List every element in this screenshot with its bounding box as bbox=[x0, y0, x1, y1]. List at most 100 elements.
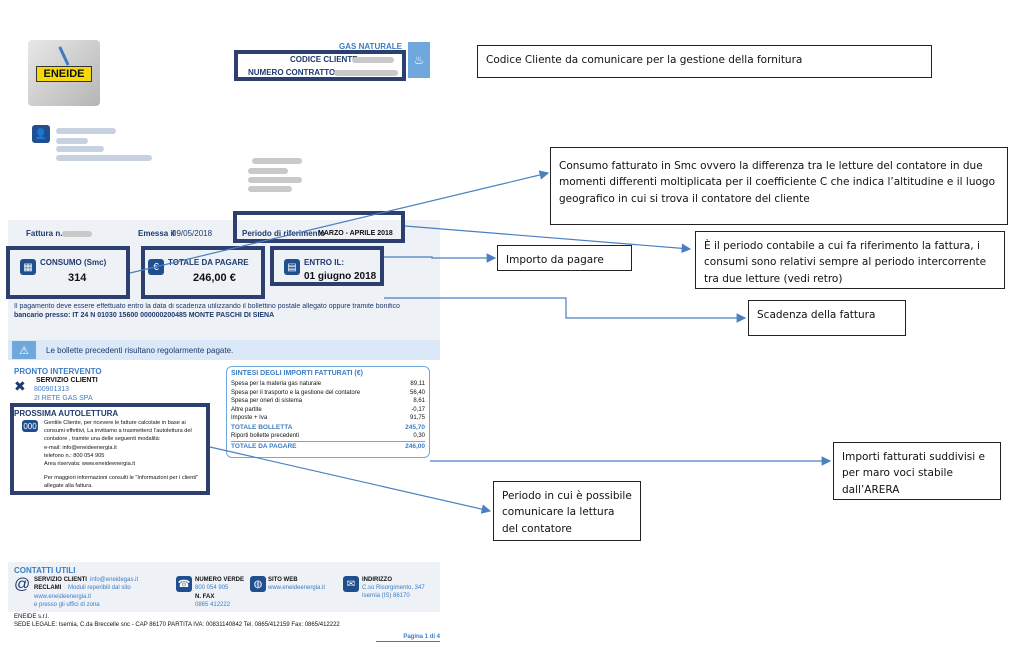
pronto-company: 2I RETE GAS SPA bbox=[34, 395, 93, 402]
reclami-text: Moduli reperibili dal sito bbox=[68, 585, 131, 591]
autolettura-phone: telefono n.: 800 054 905 bbox=[44, 453, 105, 459]
customer-code-redacted bbox=[352, 57, 394, 63]
totale-bolletta-label: TOTALE BOLLETTA bbox=[231, 423, 293, 431]
consumo-value: 314 bbox=[68, 272, 87, 284]
contatti-title: CONTATTI UTILI bbox=[14, 566, 76, 575]
numero-verde-label: NUMERO VERDE bbox=[195, 577, 245, 583]
payment-text-1: Il pagamento deve essere effettuato entr… bbox=[14, 303, 400, 310]
totale-value: 246,00 € bbox=[193, 272, 236, 284]
payment-text-2: bancario presso: IT 24 N 01030 15600 000… bbox=[14, 312, 275, 319]
sintesi-title: SINTESI DEGLI IMPORTI FATTURATI (€) bbox=[231, 370, 363, 377]
period-value: MARZO - APRILE 2018 bbox=[318, 230, 393, 237]
footer-company: ENEIDE s.r.l. bbox=[14, 614, 50, 620]
issued-label: Emessa il bbox=[138, 229, 175, 238]
arrow-importo bbox=[384, 253, 497, 263]
redacted-line bbox=[56, 138, 88, 144]
annotation-consumo: Consumo fatturato in Smc ovvero la diffe… bbox=[550, 147, 1008, 225]
servizio-label: SERVIZIO CLIENTI bbox=[34, 577, 87, 583]
entro-label: ENTRO IL: bbox=[304, 258, 344, 267]
arrow-periodo bbox=[404, 225, 692, 254]
invoice-number-redacted bbox=[62, 231, 92, 237]
sito-label: SITO WEB bbox=[268, 577, 298, 583]
period-label: Periodo di riferimento bbox=[242, 229, 326, 238]
period-frame bbox=[233, 211, 405, 243]
sintesi-row-label: Imposte + Iva bbox=[231, 415, 268, 422]
consumo-label: CONSUMO (Smc) bbox=[40, 258, 107, 267]
redacted-line bbox=[56, 155, 152, 161]
contatti-band bbox=[8, 562, 440, 612]
product-label: GAS NATURALE bbox=[339, 42, 402, 51]
tools-icon: ✖ bbox=[14, 378, 26, 394]
totale-frame bbox=[141, 246, 265, 299]
contract-number-label: NUMERO CONTRATTO bbox=[248, 68, 336, 77]
calendar-icon: ▤ bbox=[284, 259, 300, 275]
logo-text: ENEIDE bbox=[43, 68, 85, 80]
user-icon: 👤 bbox=[32, 125, 50, 143]
fax-label: N. FAX bbox=[195, 594, 215, 600]
fax: 0865 412222 bbox=[195, 602, 231, 608]
reclami-offices: e presso gli uffici di zona bbox=[34, 602, 100, 608]
pronto-phone: 800901313 bbox=[34, 386, 70, 393]
redacted-line bbox=[56, 146, 104, 152]
sintesi-row: Imposte + Iva 91,75 bbox=[231, 414, 425, 423]
redacted-address bbox=[248, 168, 288, 174]
contract-number-redacted bbox=[334, 70, 398, 76]
sintesi-box bbox=[226, 366, 430, 458]
customer-code-frame bbox=[234, 50, 406, 81]
autolettura-more: Per maggiori informazioni consulti le "I… bbox=[44, 475, 199, 489]
annotation-importo: Importo da pagare bbox=[497, 245, 632, 271]
sintesi-row-label: Spesa per oneri di sistema bbox=[231, 398, 303, 405]
totale-bolletta-row: TOTALE BOLLETTA 245,70 bbox=[231, 423, 425, 432]
meter-reading-icon: 000 bbox=[22, 420, 38, 432]
annotation-importi: Importi fatturati suddivisi e per maro v… bbox=[833, 442, 1001, 500]
numero-verde: 800 054 905 bbox=[195, 585, 229, 591]
annotation-periodo: È il periodo contabile a cui fa riferime… bbox=[695, 231, 1005, 289]
sito[interactable]: www.eneideenergia.it bbox=[268, 585, 326, 591]
autolettura-area: Area riservata: www.eneideenergia.it bbox=[44, 461, 136, 467]
indirizzo-2: Isernia (IS) 86170 bbox=[362, 593, 410, 599]
sintesi-row-value: 89,11 bbox=[410, 381, 425, 387]
pronto-title: PRONTO INTERVENTO bbox=[14, 367, 102, 376]
eneide-logo: ENEIDE bbox=[28, 40, 100, 106]
invoice-number-label: Fattura n. bbox=[26, 229, 63, 238]
autolettura-email: e-mail: info@eneideenergia.it bbox=[44, 445, 117, 451]
footer-legal: SEDE LEGALE: Isernia, C.da Breccelle snc… bbox=[14, 622, 340, 628]
sintesi-row: Altre partite -0,17 bbox=[231, 406, 425, 415]
autolettura-title: PROSSIMA AUTOLETTURA bbox=[14, 409, 119, 418]
sintesi-row-value: 8,61 bbox=[413, 398, 425, 405]
meter-icon: ▦ bbox=[20, 259, 36, 275]
globe-icon: ◍ bbox=[250, 576, 266, 592]
customer-code-label: CODICE CLIENTE bbox=[290, 55, 358, 64]
arrow-scadenza bbox=[384, 297, 747, 323]
entro-value: 01 giugno 2018 bbox=[304, 271, 377, 282]
arrow-consumo bbox=[129, 170, 550, 274]
sintesi-rows: Spesa per la materia gas naturale 89,11 … bbox=[231, 380, 425, 451]
indirizzo-1: C.so Risorgimento, 347 bbox=[362, 585, 425, 591]
arrow-autolettura bbox=[209, 446, 492, 514]
servizio-email[interactable]: info@eneidegas.it bbox=[90, 577, 139, 583]
issued-date: 09/05/2018 bbox=[172, 229, 213, 238]
mail-icon: ✉ bbox=[343, 576, 359, 592]
autolettura-frame bbox=[10, 403, 210, 495]
riporti-label: Riporti bollette precedenti bbox=[231, 432, 300, 439]
riporti-value: 0,30 bbox=[413, 432, 425, 439]
indirizzo-label: INDIRIZZO bbox=[362, 577, 392, 583]
page-number: Pagina 1 di 4 bbox=[376, 634, 440, 642]
sintesi-row: Spesa per il trasporto e la gestione del… bbox=[231, 389, 425, 398]
phone-icon: ☎ bbox=[176, 576, 192, 592]
totale-bolletta-value: 245,70 bbox=[405, 423, 425, 431]
sintesi-row-label: Spesa per la materia gas naturale bbox=[231, 381, 322, 387]
reclami-site[interactable]: www.eneideenergia.it bbox=[34, 594, 92, 600]
notice-text: Le bollette precedenti risultano regolar… bbox=[46, 346, 234, 355]
annotation-autolettura: Periodo in cui è possibile comunicare la… bbox=[493, 481, 641, 541]
notice-bar bbox=[8, 340, 440, 360]
sintesi-row: Spesa per oneri di sistema 8,61 bbox=[231, 397, 425, 406]
pronto-service-label: SERVIZIO CLIENTI bbox=[36, 377, 98, 384]
riporti-row: Riporti bollette precedenti 0,30 bbox=[231, 432, 425, 441]
redacted-address bbox=[252, 158, 302, 164]
consumo-frame bbox=[6, 246, 130, 299]
totale-pagare-value: 246,00 bbox=[405, 442, 425, 450]
totale-pagare-label: TOTALE DA PAGARE bbox=[231, 442, 297, 450]
totale-pagare-row: TOTALE DA PAGARE 246,00 bbox=[231, 440, 425, 451]
